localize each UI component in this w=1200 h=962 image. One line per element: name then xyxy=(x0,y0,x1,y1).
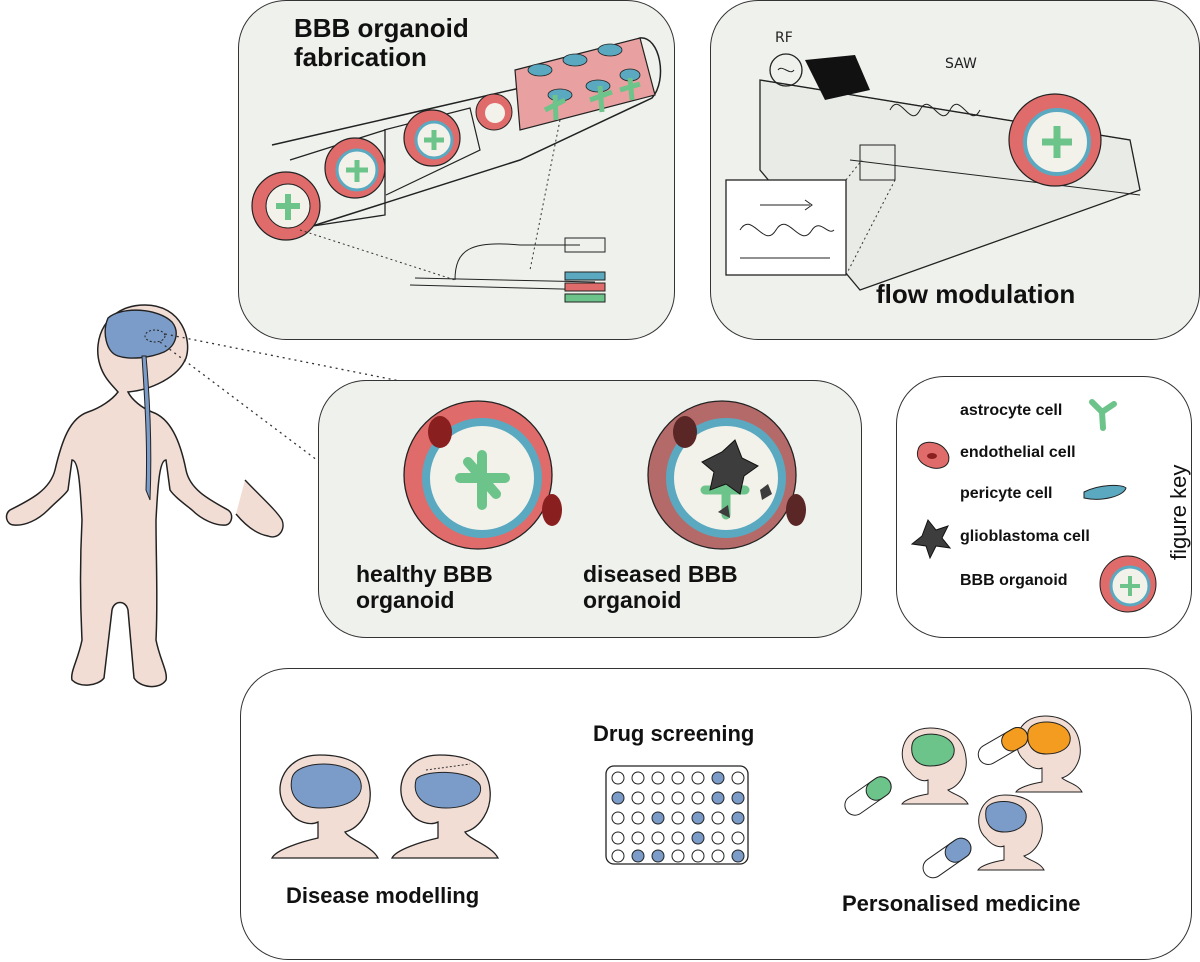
saw-label: SAW xyxy=(945,56,977,72)
key-label-pericyte: pericyte cell xyxy=(960,485,1053,502)
key-label-endothelial: endothelial cell xyxy=(960,444,1076,461)
disease-modelling-label: Disease modelling xyxy=(286,883,480,908)
body-outline xyxy=(5,304,233,688)
key-label-organoid: BBB organoid xyxy=(960,572,1068,589)
brain-icon xyxy=(104,309,177,359)
pill-icon-blue xyxy=(922,837,972,879)
flow-modulation-title: flow modulation xyxy=(876,279,1076,309)
healthy-organoid-label: healthy BBB organoid xyxy=(356,561,493,613)
diseased-organoid-label: diseased BBB organoid xyxy=(583,561,738,613)
rf-label: RF xyxy=(775,30,793,46)
astrocyte-icon xyxy=(1089,399,1117,431)
key-label-glioblastoma: glioblastoma cell xyxy=(960,528,1090,545)
pill-icon-orange xyxy=(977,727,1029,765)
personalised-medicine-label: Personalised medicine xyxy=(842,891,1081,916)
glioblastoma-icon xyxy=(910,519,952,560)
drug-screening-label: Drug screening xyxy=(593,721,755,746)
fabrication-title: BBB organoid fabrication xyxy=(294,13,469,73)
pericyte-icon xyxy=(1083,484,1127,500)
pill-icon xyxy=(844,776,892,816)
key-label-astrocyte: astrocyte cell xyxy=(960,402,1063,419)
electrode-icon xyxy=(805,55,870,100)
